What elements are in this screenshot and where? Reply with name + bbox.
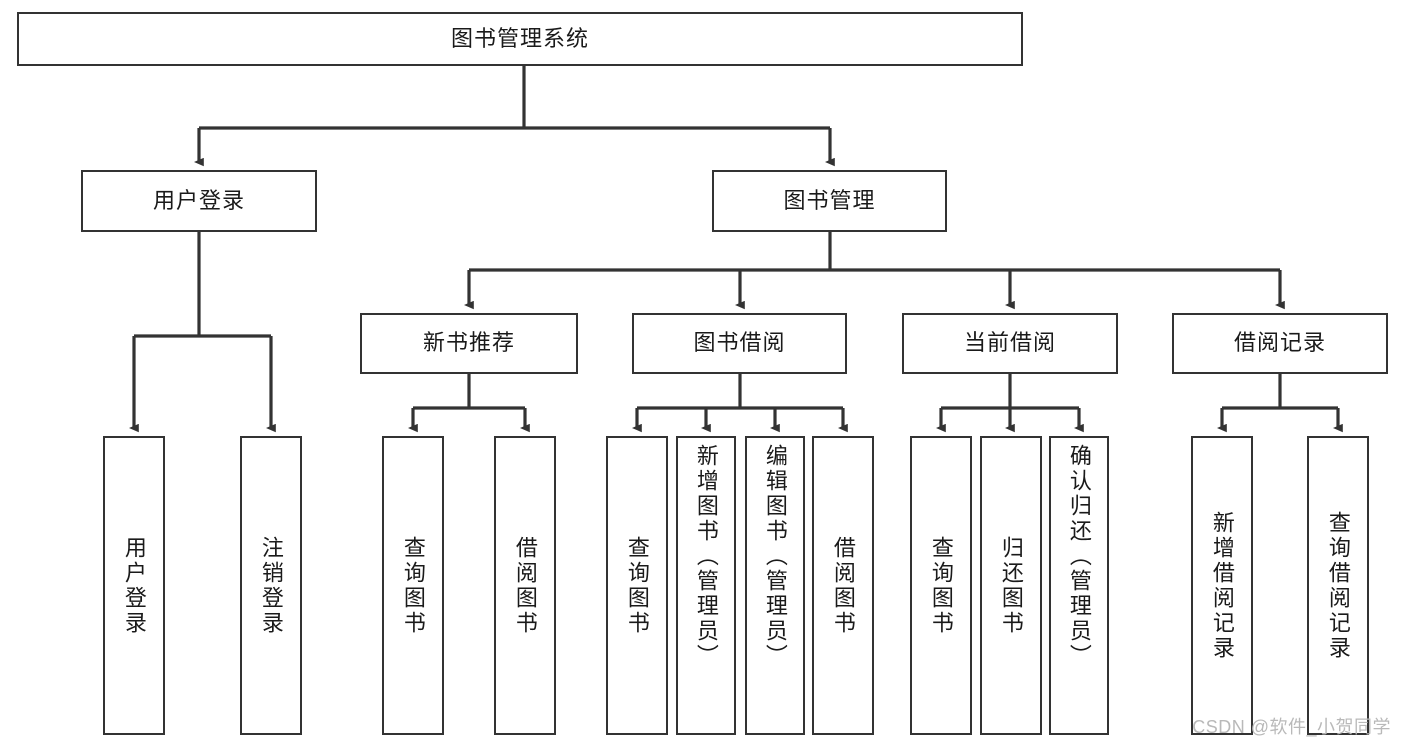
node-borrow-record[interactable]: 借阅记录: [1172, 313, 1388, 374]
node-root-book-management-system[interactable]: 图书管理系统: [17, 12, 1023, 66]
leaf-book-borrow-query-book[interactable]: 查询图书: [606, 436, 668, 735]
node-current-borrow[interactable]: 当前借阅: [902, 313, 1118, 374]
node-new-book-recommend[interactable]: 新书推荐: [360, 313, 578, 374]
node-label: 编辑图书（管理员）: [762, 444, 788, 669]
leaf-borrow-record-query-record[interactable]: 查询借阅记录: [1307, 436, 1369, 735]
node-label: 图书借阅: [693, 330, 786, 356]
node-label: 注销登录: [258, 535, 284, 636]
node-label: 查询图书: [624, 535, 650, 636]
node-book-management[interactable]: 图书管理: [712, 170, 947, 232]
node-label: 用户登录: [121, 535, 147, 636]
node-label: 借阅图书: [830, 535, 856, 636]
node-label: 借阅图书: [512, 535, 538, 636]
node-label: 用户登录: [152, 187, 245, 213]
leaf-user-login-logout[interactable]: 注销登录: [240, 436, 302, 735]
node-label: 新增借阅记录: [1209, 510, 1235, 661]
node-label: 查询图书: [928, 535, 954, 636]
node-label: 新增图书（管理员）: [693, 444, 719, 669]
leaf-book-borrow-edit-book-admin[interactable]: 编辑图书（管理员）: [745, 436, 805, 735]
leaf-current-borrow-confirm-return-admin[interactable]: 确认归还（管理员）: [1049, 436, 1109, 735]
node-label: 图书管理系统: [450, 25, 589, 51]
leaf-book-borrow-borrow-book[interactable]: 借阅图书: [812, 436, 874, 735]
node-label: 图书管理: [783, 187, 876, 213]
leaf-book-borrow-add-book-admin[interactable]: 新增图书（管理员）: [676, 436, 736, 735]
leaf-user-login-login[interactable]: 用户登录: [103, 436, 165, 735]
leaf-new-book-borrow-book[interactable]: 借阅图书: [494, 436, 556, 735]
node-label: 查询借阅记录: [1325, 510, 1351, 661]
leaf-current-borrow-return-book[interactable]: 归还图书: [980, 436, 1042, 735]
node-label: 查询图书: [400, 535, 426, 636]
node-label: 借阅记录: [1233, 330, 1326, 356]
node-label: 归还图书: [998, 535, 1024, 636]
leaf-current-borrow-query-book[interactable]: 查询图书: [910, 436, 972, 735]
node-label: 确认归还（管理员）: [1066, 444, 1092, 669]
node-label: 新书推荐: [422, 330, 515, 356]
node-label: 当前借阅: [963, 330, 1056, 356]
leaf-new-book-query-book[interactable]: 查询图书: [382, 436, 444, 735]
node-user-login[interactable]: 用户登录: [81, 170, 317, 232]
node-book-borrow[interactable]: 图书借阅: [632, 313, 847, 374]
leaf-borrow-record-add-record[interactable]: 新增借阅记录: [1191, 436, 1253, 735]
